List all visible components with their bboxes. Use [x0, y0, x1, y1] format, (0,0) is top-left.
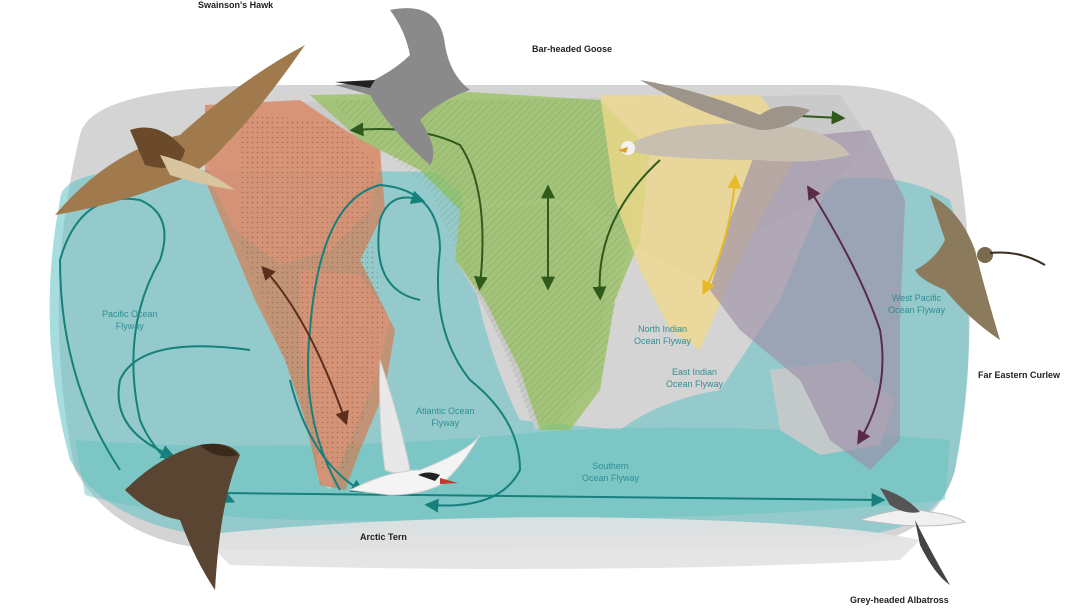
label-far-eastern-curlew: Far Eastern Curlew — [978, 370, 1061, 380]
label-atlantic-line-1: Atlantic Ocean — [416, 406, 475, 416]
americas-migration-arrow — [261, 265, 349, 426]
label-pacific-ocean-flyway: Pacific Ocean Flyway — [102, 308, 158, 332]
pacific-loop-arrow — [58, 197, 236, 504]
label-east-indian-line-1: East Indian — [672, 367, 718, 377]
grey-headed-albatross-illustration — [859, 488, 967, 585]
label-bar-headed-goose: Bar-headed Goose — [532, 44, 613, 54]
label-atlantic-ocean-flyway: Atlantic Ocean Flyway — [416, 405, 475, 429]
label-pacific-line-1: Pacific Ocean — [102, 309, 158, 319]
label-southern-ocean-flyway: Southern Ocean Flyway — [582, 460, 639, 484]
far-eastern-curlew-arrow — [807, 185, 884, 445]
label-southern-line-1: Southern — [592, 461, 629, 471]
pacific-inner-arrow — [117, 345, 251, 459]
label-atlantic-line-2: Flyway — [431, 418, 460, 428]
skua-illustration — [125, 443, 240, 590]
label-west-pacific-ocean-flyway: West Pacific Ocean Flyway — [888, 292, 945, 316]
bar-headed-goose-illustration — [618, 80, 850, 162]
label-north-indian-line-2: Ocean Flyway — [634, 336, 692, 346]
label-grey-headed-albatross: Grey-headed Albatross — [850, 595, 949, 605]
label-east-indian-line-2: Ocean Flyway — [666, 379, 724, 389]
label-swainsons-hawk: Swainson's Hawk — [198, 0, 274, 10]
bar-tailed-godwit-illustration — [335, 8, 470, 165]
label-north-indian-ocean-flyway: North Indian Ocean Flyway — [634, 323, 691, 347]
far-eastern-curlew-illustration — [915, 195, 1046, 340]
label-west-pacific-line-2: Ocean Flyway — [888, 305, 946, 315]
arctic-tern-illustration — [348, 359, 481, 496]
asia-africa-arrow — [592, 159, 661, 301]
label-southern-line-2: Ocean Flyway — [582, 473, 640, 483]
southern-ocean-arrow — [129, 491, 886, 507]
land-antarctica — [200, 517, 920, 569]
label-west-pacific-line-1: West Pacific — [891, 293, 942, 303]
label-arctic-tern: Arctic Tern — [360, 532, 407, 542]
label-north-indian-line-1: North Indian — [638, 324, 688, 334]
label-east-indian-ocean-flyway: East Indian Ocean Flyway — [666, 366, 723, 390]
bar-headed-goose-arrow — [702, 174, 742, 296]
label-pacific-line-2: Flyway — [115, 321, 144, 331]
swainsons-hawk-illustration — [55, 45, 305, 215]
